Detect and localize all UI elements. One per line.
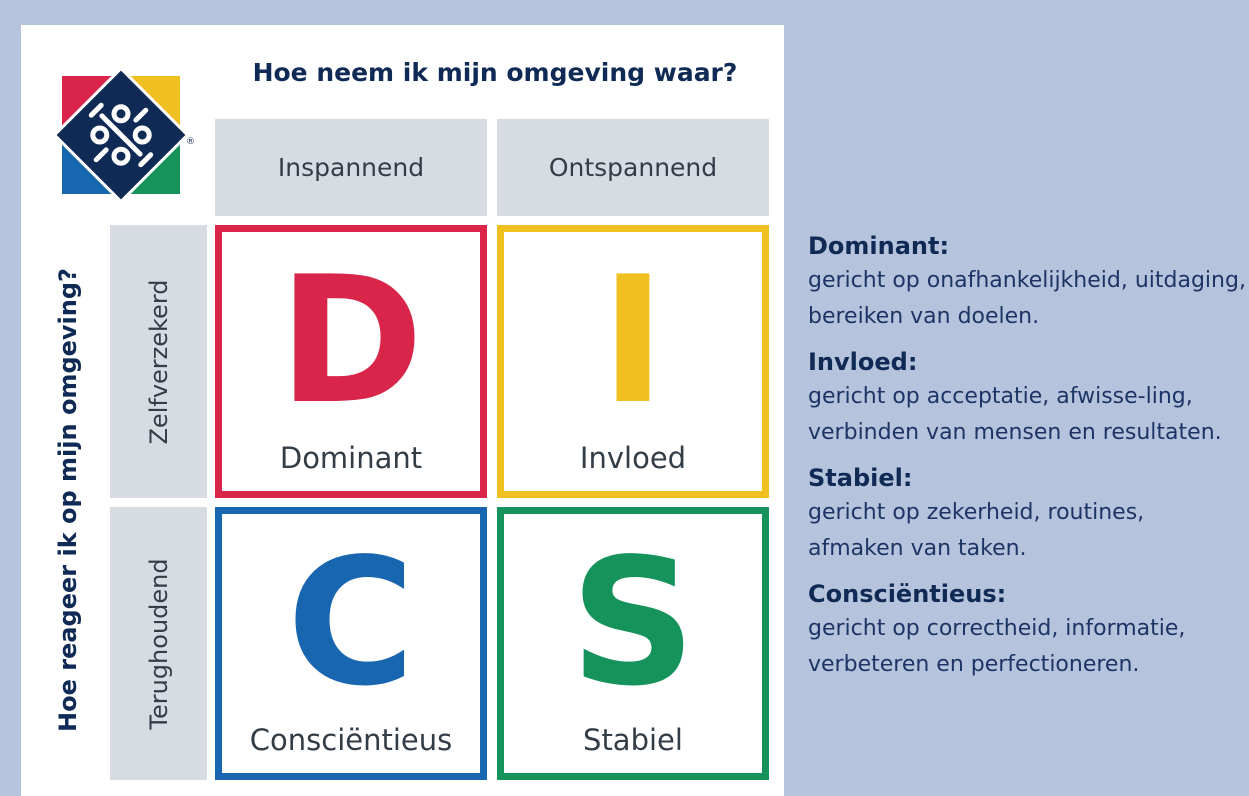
column-header-inspannend: Inspannend <box>215 119 487 216</box>
column-header-ontspannend: Ontspannend <box>497 119 769 216</box>
description-conscientieus: Consciëntieus: gericht op correctheid, i… <box>808 577 1246 683</box>
description-text: gericht op onafhankelijkheid, uitdaging,… <box>808 268 1246 329</box>
quadrant-label: Invloed <box>579 441 687 475</box>
description-title: Consciëntieus: <box>808 580 1007 608</box>
description-dominant: Dominant: gericht op onafhankelijkheid, … <box>808 229 1246 335</box>
row-label: Terughoudend <box>144 557 173 730</box>
descriptions-list: Dominant: gericht op onafhankelijkheid, … <box>808 229 1246 693</box>
description-title: Stabiel: <box>808 464 913 492</box>
description-title: Dominant: <box>808 232 950 260</box>
quadrant-label: Consciëntieus <box>249 723 453 757</box>
quadrant-label: Stabiel <box>583 723 683 757</box>
quadrant-invloed: I Invloed <box>497 225 769 498</box>
letter-d: D <box>278 240 424 443</box>
quadrant-stabiel: S Stabiel <box>497 507 769 780</box>
description-invloed: Invloed: gericht op acceptatie, afwisse-… <box>808 345 1246 451</box>
row-header-zelfverzekerd: Zelfverzekerd <box>110 225 207 498</box>
column-label: Ontspannend <box>548 153 718 182</box>
quadrant-dominant: D Dominant <box>215 225 487 498</box>
description-text: gericht op zekerheid, routines, afmaken … <box>808 500 1145 561</box>
row-label: Zelfverzekerd <box>144 278 173 445</box>
quadrant-label: Dominant <box>279 441 423 475</box>
description-stabiel: Stabiel: gericht op zekerheid, routines,… <box>808 461 1246 567</box>
description-text: gericht op acceptatie, afwisse-ling, ver… <box>808 384 1222 445</box>
description-text: gericht op correctheid, informatie, verb… <box>808 616 1186 677</box>
description-title: Invloed: <box>808 348 918 376</box>
row-header-terughoudend: Terughoudend <box>110 507 207 780</box>
perception-axis-title: Hoe neem ik mijn omgeving waar? <box>252 58 738 87</box>
disc-logo-icon: ® <box>52 66 195 204</box>
letter-s: S <box>569 522 697 725</box>
letter-i: I <box>600 240 666 443</box>
reaction-axis-label: Hoe reageer ik op mijn omgeving? <box>54 268 82 732</box>
quadrant-conscientieus: C Consciëntieus <box>215 507 487 780</box>
column-label: Inspannend <box>277 153 425 182</box>
svg-text:®: ® <box>186 137 195 147</box>
letter-c: C <box>286 522 416 725</box>
